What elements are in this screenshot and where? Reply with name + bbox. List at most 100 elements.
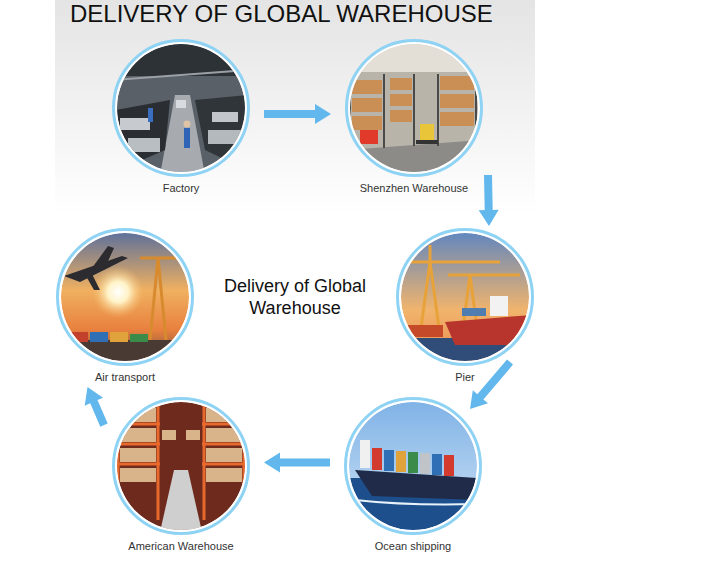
photo-circle-node: Shenzhen Warehouse bbox=[339, 39, 489, 195]
illustration-shape bbox=[115, 400, 247, 532]
illustration-shape bbox=[92, 266, 144, 318]
illustration-shape bbox=[384, 450, 394, 471]
illustration-shape bbox=[115, 42, 247, 174]
illustration-shape bbox=[352, 116, 382, 130]
flow-arrow bbox=[85, 387, 108, 427]
illustration-shape bbox=[157, 400, 160, 520]
illustration-shape bbox=[349, 74, 351, 150]
pier-photo bbox=[399, 231, 531, 363]
illustration-shape bbox=[348, 42, 480, 72]
illustration-shape bbox=[70, 332, 88, 342]
illustration-shape bbox=[115, 443, 160, 446]
illustration-shape bbox=[202, 463, 247, 466]
node-label: Shenzhen Warehouse bbox=[339, 182, 489, 195]
warehouse-photo bbox=[348, 42, 480, 174]
illustration-shape bbox=[115, 423, 160, 426]
photo-circle-node: Factory bbox=[106, 39, 256, 195]
illustration-shape bbox=[396, 451, 406, 472]
illustration-shape bbox=[120, 428, 156, 442]
illustration-shape bbox=[150, 258, 166, 340]
illustration-shape bbox=[110, 332, 128, 342]
node-label: Ocean shipping bbox=[338, 540, 488, 553]
flow-arrow bbox=[479, 175, 499, 226]
illustration-shape bbox=[120, 448, 156, 462]
node-label: Pier bbox=[390, 371, 540, 384]
illustration-shape bbox=[115, 400, 247, 532]
illustration-shape bbox=[86, 274, 100, 290]
flow-arrow bbox=[264, 104, 331, 124]
illustration-shape bbox=[162, 430, 176, 440]
illustration-shape bbox=[462, 308, 486, 316]
illustration-shape bbox=[212, 112, 238, 122]
flow-arrow bbox=[264, 453, 330, 473]
illustration-shape bbox=[160, 470, 202, 532]
illustration-shape bbox=[117, 400, 120, 532]
illustration-shape bbox=[206, 428, 242, 442]
circle-frame bbox=[344, 397, 482, 535]
illustration-shape bbox=[355, 470, 478, 500]
diagram-title: DELIVERY OF GLOBAL WAREHOUSE bbox=[70, 0, 493, 28]
illustration-shape bbox=[128, 138, 160, 152]
air-photo bbox=[59, 231, 191, 363]
photo-circle-node: Ocean shipping bbox=[338, 397, 488, 553]
illustration-shape bbox=[120, 118, 150, 130]
illustration-shape bbox=[372, 448, 454, 476]
circle-frame bbox=[112, 39, 250, 177]
illustration-shape bbox=[92, 246, 114, 270]
illustration-shape bbox=[184, 128, 190, 148]
illustration-shape bbox=[120, 468, 156, 482]
illustration-shape bbox=[202, 443, 247, 446]
illustration-shape bbox=[399, 231, 531, 363]
illustration-shape bbox=[243, 400, 246, 532]
illustration-shape bbox=[408, 452, 418, 473]
illustration-shape bbox=[350, 74, 476, 150]
illustration-shape bbox=[202, 423, 247, 426]
photo-circle-node: Pier bbox=[390, 228, 540, 384]
illustration-shape bbox=[372, 448, 382, 470]
illustration-shape bbox=[59, 231, 191, 363]
illustration-shape bbox=[348, 42, 480, 174]
illustration-shape bbox=[490, 296, 508, 316]
illustration-shape bbox=[206, 408, 242, 422]
illustration-shape bbox=[445, 315, 531, 345]
illustration-shape bbox=[55, 0, 535, 215]
factory-photo bbox=[115, 42, 247, 175]
illustration-shape bbox=[355, 500, 478, 505]
illustration-shape bbox=[420, 124, 434, 140]
illustration-shape bbox=[413, 74, 415, 146]
illustration-shape bbox=[352, 98, 382, 112]
illustration-shape bbox=[390, 110, 412, 122]
illustration-shape bbox=[130, 334, 148, 342]
illustration-shape bbox=[208, 130, 242, 144]
illustration-shape bbox=[140, 258, 190, 340]
illustration-shape bbox=[115, 463, 160, 466]
illustration-shape bbox=[206, 468, 242, 482]
illustration-shape bbox=[186, 430, 200, 440]
illustration-shape bbox=[59, 340, 191, 363]
illustration-shape bbox=[90, 332, 108, 342]
circle-frame bbox=[345, 39, 483, 177]
illustration-shape bbox=[440, 94, 474, 108]
illustration-shape bbox=[203, 400, 206, 520]
photo-circle-node: American Warehouse bbox=[106, 397, 256, 553]
center-caption: Delivery of Global Warehouse bbox=[205, 275, 385, 319]
illustration-shape bbox=[120, 408, 156, 422]
illustration-shape bbox=[352, 80, 382, 94]
illustration-shape bbox=[115, 100, 170, 172]
illustration-shape bbox=[416, 140, 438, 144]
illustration-shape bbox=[383, 74, 385, 148]
illustration-shape bbox=[347, 400, 479, 532]
illustration-shape bbox=[420, 453, 430, 474]
illustration-shape bbox=[440, 76, 474, 90]
illustration-shape bbox=[195, 95, 247, 170]
flow-arrow bbox=[470, 359, 513, 409]
illustration-shape bbox=[432, 454, 442, 475]
rack-photo bbox=[115, 400, 247, 532]
illustration-shape bbox=[184, 121, 191, 128]
circle-frame bbox=[396, 228, 534, 366]
illustration-shape bbox=[115, 70, 247, 80]
illustration-shape bbox=[475, 74, 477, 142]
illustration-shape bbox=[360, 130, 378, 144]
node-label: Air transport bbox=[50, 371, 200, 384]
